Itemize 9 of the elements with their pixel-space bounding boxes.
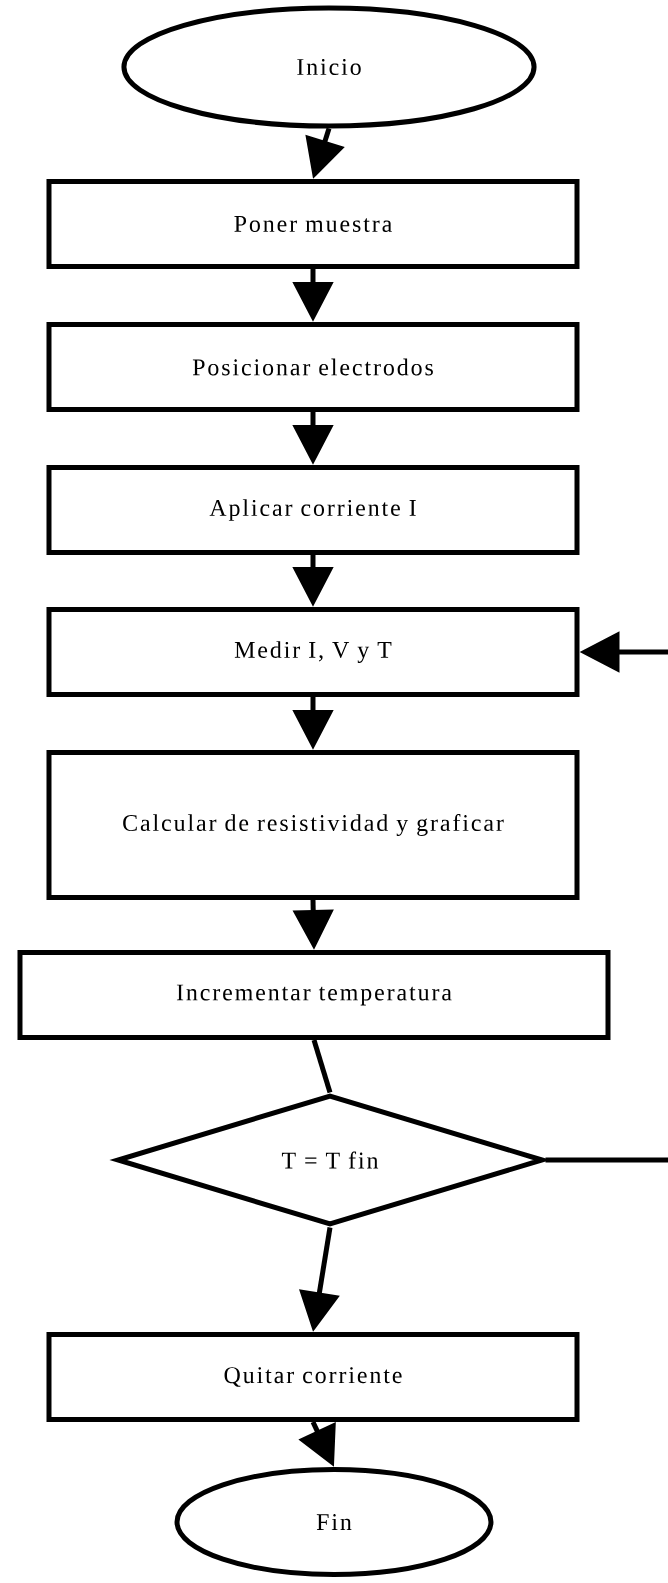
process-box: Medir I, V y T — [46, 607, 580, 697]
process-box: Incrementar temperatura — [17, 950, 611, 1040]
terminal-oval: Inicio — [121, 5, 537, 129]
process-box: Aplicar corriente I — [46, 465, 580, 555]
process-box: Quitar corriente — [46, 1332, 580, 1422]
process-box: Calcular de resistividad y graficar — [46, 750, 580, 900]
process-box: Poner muestra — [46, 179, 580, 269]
terminal-oval: Fin — [174, 1467, 494, 1577]
process-box: Posicionar electrodos — [46, 322, 580, 412]
